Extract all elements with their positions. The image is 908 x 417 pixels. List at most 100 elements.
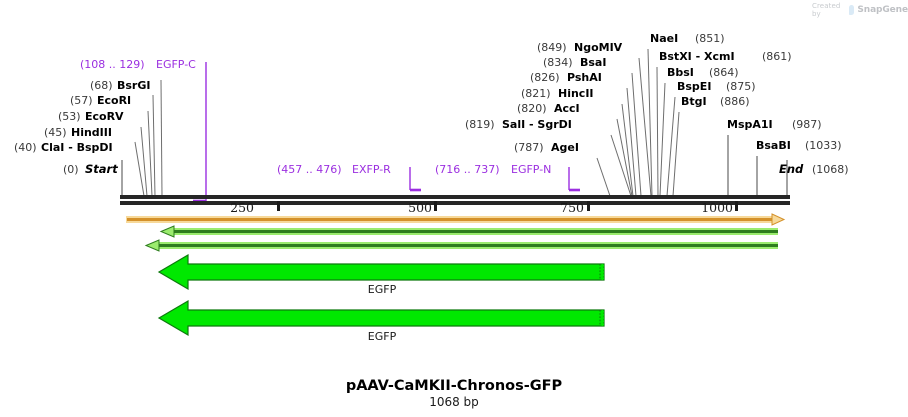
feature-label: EGFP: [368, 283, 397, 296]
enzyme-label-bsai[interactable]: (834) BsaI: [543, 56, 606, 69]
enzyme-label-bbsi[interactable]: BbsI (864): [667, 66, 739, 79]
enzyme-label-acci[interactable]: (820) AccI: [517, 102, 580, 115]
leader-line-ecori: [152, 94, 156, 197]
ruler-tick-mark: [735, 201, 738, 211]
backbone-top-strand: [120, 195, 790, 199]
enzyme-label-hincii[interactable]: (821) HincII: [521, 87, 594, 100]
primer-mark-egfp-n[interactable]: [568, 167, 580, 192]
enzyme-name: MspA1I: [727, 118, 773, 131]
leader-line-bspei: [666, 96, 676, 197]
leader-line-hindiii: [140, 126, 148, 197]
enzyme-name: HindIII: [71, 126, 112, 139]
leader-line-bsai: [631, 72, 642, 197]
enzyme-name: BsrGI: [117, 79, 150, 92]
leader-line-ngomiv: [638, 57, 652, 197]
green-arrow-line: [172, 230, 778, 233]
leader-line-sali: [610, 134, 632, 197]
enzyme-name: HincII: [558, 87, 594, 100]
enzyme-position: (864): [709, 66, 739, 79]
feature-track-orf-green-2[interactable]: [144, 239, 778, 252]
ruler-tick-label: 500: [408, 200, 432, 215]
enzyme-name: BstXI - XcmI: [659, 50, 735, 63]
primer-label-exfp-r[interactable]: (457 .. 476) EXFP-R: [277, 163, 391, 176]
enzyme-label-pshai[interactable]: (826) PshAI: [530, 71, 602, 84]
ruler-tick-250: 250: [230, 200, 280, 215]
enzyme-label-bspei[interactable]: BspEI (875): [677, 80, 756, 93]
enzyme-position: (849): [537, 41, 567, 54]
primer-mark-egfp-c[interactable]: [193, 62, 207, 203]
egfp-truncation-edge: [599, 309, 605, 327]
enzyme-name: BspEI: [677, 80, 711, 93]
leader-line-acci: [616, 118, 633, 197]
primer-label-egfp-n[interactable]: (716 .. 737) EGFP-N: [435, 163, 551, 176]
right-enzyme-trailing-group: NaeI (851) BstXI - XcmI (861) BbsI (864)…: [650, 32, 842, 152]
ruler-tick-label: 1000: [701, 200, 733, 215]
enzyme-label-bsrgi[interactable]: (68) BsrGI: [90, 79, 150, 92]
enzyme-position: (875): [726, 80, 756, 93]
enzyme-position: (45): [44, 126, 67, 139]
egfp-truncation-edge: [599, 263, 605, 281]
enzyme-position: (834): [543, 56, 573, 69]
leader-line-naei: [647, 48, 653, 197]
enzyme-name: NaeI: [650, 32, 678, 45]
plasmid-name: pAAV-CaMKII-Chronos-GFP: [346, 378, 563, 394]
feature-egfp-block-2[interactable]: EGFP: [157, 299, 605, 343]
enzyme-label-ecori[interactable]: (57) EcoRI: [70, 94, 131, 107]
left-enzyme-label-group: (40) ClaI - BspDI (45) HindIII (53) EcoR…: [14, 79, 150, 154]
enzyme-name: EcoRI: [97, 94, 131, 107]
leader-line-pshai: [626, 87, 637, 197]
primer-name: EGFP-N: [511, 163, 551, 176]
primer-name: EGFP-C: [156, 58, 196, 71]
enzyme-label-ngomiv[interactable]: (849) NgoMIV: [537, 41, 623, 54]
enzyme-label-naei[interactable]: NaeI (851): [650, 32, 725, 45]
primer-range: (108 .. 129): [80, 58, 145, 71]
enzyme-label-sali-sgrdi[interactable]: (819) SalI - SgrDI: [465, 118, 572, 131]
feature-label: EGFP: [368, 330, 397, 343]
green-arrow-head: [159, 225, 175, 238]
leader-line-btgi: [672, 111, 680, 197]
enzyme-label-mspa1i[interactable]: MspA1I (987): [727, 118, 822, 131]
primer-mark-exfp-r[interactable]: [409, 167, 421, 192]
enzyme-label-agei[interactable]: (787) AgeI: [514, 141, 579, 154]
primer-range: (457 .. 476): [277, 163, 342, 176]
enzyme-position: (819): [465, 118, 495, 131]
enzyme-label-bstxi-xcmi[interactable]: BstXI - XcmI (861): [659, 50, 792, 63]
enzyme-label-btgi[interactable]: BtgI (886): [681, 95, 750, 108]
primer-label-egfp-c[interactable]: (108 .. 129) EGFP-C: [80, 58, 196, 71]
terminal-name: End: [779, 162, 804, 176]
enzyme-position: (861): [762, 50, 792, 63]
leader-line-bsrgi: [160, 79, 163, 197]
leader-line-bbsi: [659, 82, 666, 197]
orange-arrow-head: [771, 213, 786, 226]
primer-range: (716 .. 737): [435, 163, 500, 176]
leader-line-bstxi: [656, 66, 659, 197]
watermark-brand: SnapGene: [857, 5, 908, 15]
right-enzyme-label-group: (787) AgeI (819) SalI - SgrDI (820) AccI…: [465, 41, 623, 154]
terminal-start[interactable]: (0) Start: [63, 162, 118, 176]
green-arrow-head: [144, 239, 160, 252]
watermark-prefix: Created by: [812, 2, 841, 18]
enzyme-label-clai-bspdi[interactable]: (40) ClaI - BspDI: [14, 141, 113, 154]
leader-lines-right: [596, 48, 788, 197]
ruler-ticks: 250 500 750 1000: [230, 200, 738, 215]
primer-name: EXFP-R: [352, 163, 391, 176]
ruler-tick-mark: [434, 201, 437, 211]
enzyme-label-ecorv[interactable]: (53) EcoRV: [58, 110, 124, 123]
feature-track-orf-green-1[interactable]: [159, 225, 778, 238]
enzyme-position: (987): [792, 118, 822, 131]
feature-track-orf-orange[interactable]: [126, 213, 786, 226]
enzyme-label-hindiii[interactable]: (45) HindIII: [44, 126, 112, 139]
orange-arrow-line: [127, 218, 776, 221]
terminal-end[interactable]: End (1068): [779, 162, 849, 176]
feature-egfp-block-1[interactable]: EGFP: [157, 253, 605, 296]
sequence-backbone[interactable]: [120, 195, 790, 205]
leader-line-hincii: [621, 103, 634, 197]
enzyme-label-bsabi[interactable]: BsaBI (1033): [756, 139, 842, 152]
leader-line-ecorv: [147, 110, 153, 197]
enzyme-position: (1033): [805, 139, 842, 152]
ruler-tick-mark: [277, 201, 280, 211]
backbone-bottom-strand: [120, 201, 790, 205]
enzyme-name: BsaBI: [756, 139, 791, 152]
ruler-tick-500: 500: [408, 200, 437, 215]
